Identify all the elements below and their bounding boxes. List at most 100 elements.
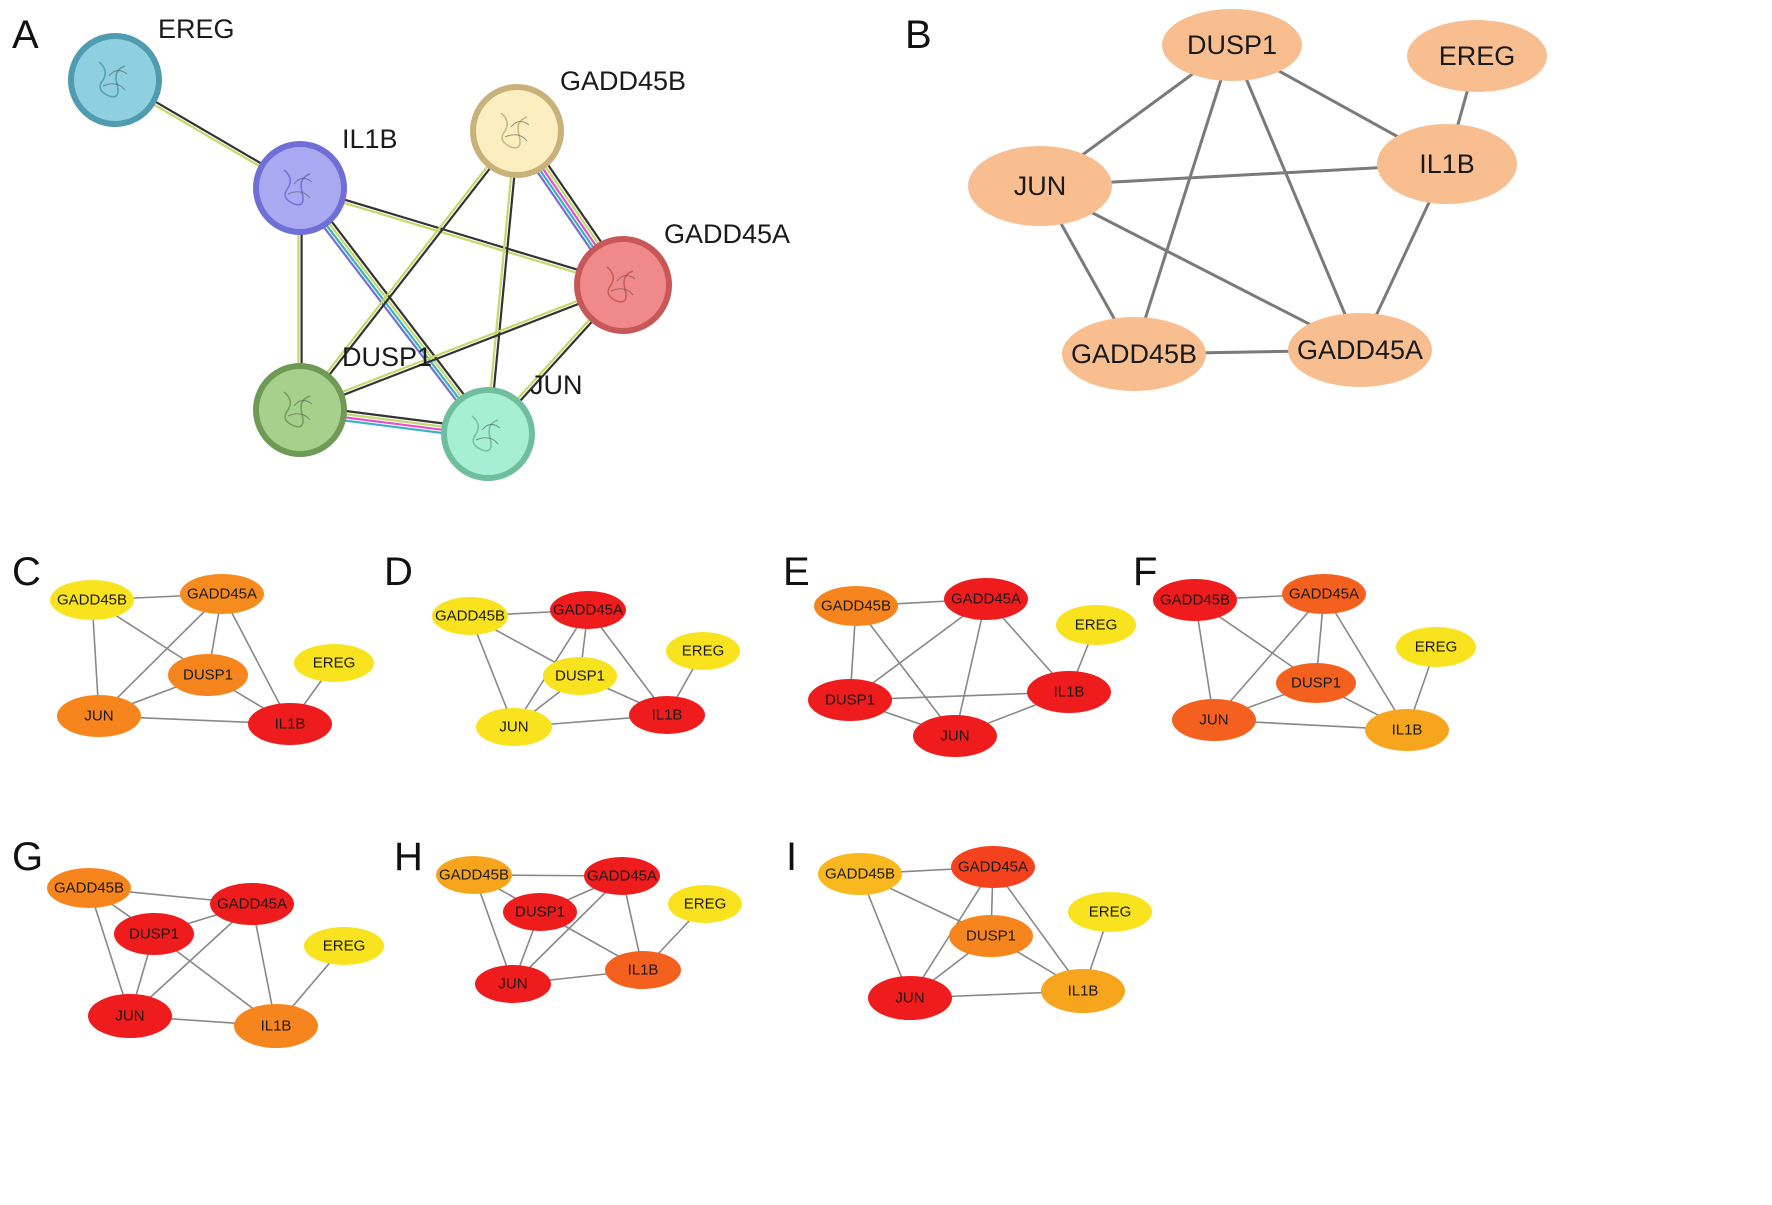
node-label: JUN [499, 719, 528, 736]
node-il1b[interactable]: IL1B [248, 703, 332, 745]
edge-evidence-line [297, 128, 517, 411]
node-circle [253, 141, 347, 235]
protein-structure-icon [283, 169, 313, 206]
protein-structure-icon [283, 391, 313, 428]
edge-gadd45b-jun [485, 129, 520, 436]
node-il1b[interactable]: IL1B [605, 951, 681, 989]
node-gadd45a[interactable]: GADD45A [1282, 574, 1366, 614]
node-label: GADD45B [821, 598, 891, 615]
node-label: GADD45A [1297, 335, 1423, 365]
node-gadd45a[interactable]: GADD45A [210, 883, 294, 925]
protein-structure-icon [500, 112, 530, 149]
node-ellipse [1027, 671, 1111, 713]
node-gadd45b[interactable]: GADD45B [50, 580, 134, 620]
node-dusp1[interactable]: DUSP1 [1276, 663, 1356, 703]
node-dusp1[interactable]: DUSP1 [503, 893, 577, 931]
edge-evidence-line [298, 188, 624, 288]
node-dusp1[interactable]: DUSP1 [1162, 9, 1302, 81]
node-gadd45b[interactable]: GADD45B [47, 868, 131, 908]
node-label: GADD45A [587, 868, 657, 885]
node-gadd45b[interactable]: GADD45B [814, 586, 898, 626]
node-ereg[interactable]: EREG [668, 885, 742, 923]
node-jun[interactable]: JUN [57, 695, 141, 737]
node-dusp1[interactable]: DUSP1 [949, 915, 1033, 957]
node-jun[interactable]: JUN [88, 994, 172, 1038]
node-gadd45a[interactable]: GADD45A [550, 591, 626, 629]
node-jun[interactable]: JUN [475, 965, 551, 1003]
node-circle [441, 387, 535, 481]
node-il1b[interactable]: IL1B [629, 696, 705, 734]
node-ereg[interactable]: EREG [1407, 20, 1547, 92]
node-gadd45b[interactable]: GADD45B [432, 597, 508, 635]
node-ellipse [180, 574, 264, 614]
node-label: GADD45B [560, 66, 686, 96]
node-label: GADD45A [553, 602, 623, 619]
node-gadd45b[interactable]: GADD45B [818, 853, 902, 895]
node-label: DUSP1 [1291, 675, 1341, 692]
edge-evidence-line [485, 129, 517, 435]
node-dusp1[interactable]: DUSP1 [168, 654, 248, 696]
node-dusp1[interactable]: DUSP1 [114, 913, 194, 955]
node-jun[interactable]: JUN [1172, 699, 1256, 741]
node-label: IL1B [628, 962, 659, 979]
node-gadd45a[interactable]: GADD45A [574, 219, 790, 334]
node-jun[interactable]: JUN [868, 976, 952, 1020]
node-dusp1[interactable]: DUSP1 [543, 657, 617, 695]
node-il1b[interactable]: IL1B [253, 124, 398, 235]
node-ellipse [808, 679, 892, 721]
node-gadd45b[interactable]: GADD45B [470, 66, 686, 178]
node-gadd45a[interactable]: GADD45A [584, 857, 660, 895]
node-label: EREG [1075, 617, 1118, 634]
node-gadd45a[interactable]: GADD45A [944, 578, 1028, 620]
edge-dusp1-gadd45a [1230, 44, 1362, 351]
node-label: GADD45A [664, 219, 790, 249]
node-ellipse [605, 951, 681, 989]
node-ereg[interactable]: EREG [666, 632, 740, 670]
node-jun[interactable]: JUN [968, 146, 1112, 226]
node-ellipse [550, 591, 626, 629]
node-ereg[interactable]: EREG [1068, 892, 1152, 932]
node-ellipse [629, 696, 705, 734]
node-ereg[interactable]: EREG [68, 14, 235, 127]
edge-gadd45a-il1b [992, 866, 1084, 992]
node-label: EREG [1415, 639, 1458, 656]
node-il1b[interactable]: IL1B [1365, 709, 1449, 751]
node-ellipse [868, 976, 952, 1020]
node-il1b[interactable]: IL1B [1377, 124, 1517, 204]
node-gadd45b[interactable]: GADD45B [436, 856, 512, 894]
node-gadd45b[interactable]: GADD45B [1062, 317, 1206, 391]
node-gadd45a[interactable]: GADD45A [1288, 313, 1432, 387]
node-ereg[interactable]: EREG [1396, 627, 1476, 667]
node-ereg[interactable]: EREG [294, 644, 374, 682]
node-label: EREG [682, 643, 725, 660]
node-jun[interactable]: JUN [913, 715, 997, 757]
node-ereg[interactable]: EREG [1056, 605, 1136, 645]
node-ellipse [1282, 574, 1366, 614]
node-label: DUSP1 [515, 904, 565, 921]
node-label: DUSP1 [555, 668, 605, 685]
edge-gadd45b-dusp1 [297, 128, 520, 413]
node-il1b[interactable]: IL1B [234, 1004, 318, 1048]
node-dusp1[interactable]: DUSP1 [253, 342, 432, 457]
node-ellipse [57, 695, 141, 737]
node-gadd45b[interactable]: GADD45B [1153, 579, 1237, 621]
node-ereg[interactable]: EREG [304, 927, 384, 965]
node-label: DUSP1 [129, 926, 179, 943]
node-jun[interactable]: JUN [441, 370, 583, 481]
node-gadd45a[interactable]: GADD45A [180, 574, 264, 614]
node-dusp1[interactable]: DUSP1 [808, 679, 892, 721]
node-ellipse [1407, 20, 1547, 92]
node-jun[interactable]: JUN [476, 708, 552, 746]
node-ellipse [47, 868, 131, 908]
edge-il1b-jun [295, 183, 493, 439]
node-ellipse [951, 846, 1035, 888]
node-il1b[interactable]: IL1B [1027, 671, 1111, 713]
node-gadd45a[interactable]: GADD45A [951, 846, 1035, 888]
node-il1b[interactable]: IL1B [1041, 969, 1125, 1013]
node-label: GADD45B [1071, 339, 1197, 369]
node-ellipse [476, 708, 552, 746]
edge-evidence-line [488, 130, 520, 436]
